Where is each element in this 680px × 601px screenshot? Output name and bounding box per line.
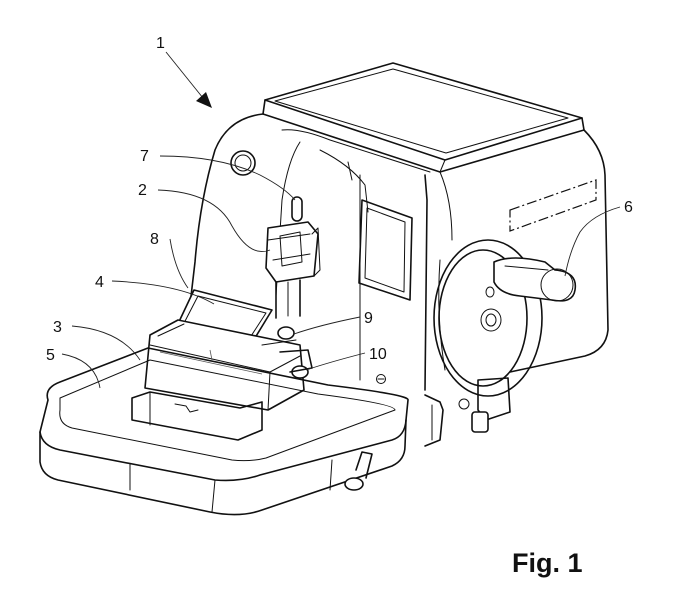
tray-inner-rim — [59, 359, 396, 462]
handwheel — [433, 239, 577, 397]
ref-numeral-6: 6 — [624, 199, 633, 216]
display-window — [358, 199, 413, 301]
leader-4 — [111, 280, 215, 305]
housing-front-contour — [189, 113, 264, 306]
knife-holder-assembly — [131, 289, 313, 441]
ref-numeral-10: 10 — [369, 346, 387, 363]
leader-5 — [61, 353, 101, 389]
housing-lid-inner — [274, 68, 569, 154]
leader-2 — [157, 189, 271, 252]
knife-holder-base — [144, 319, 305, 411]
leader-9 — [293, 316, 361, 335]
ref-numeral-9: 9 — [364, 310, 373, 327]
label-panel — [509, 179, 597, 232]
ref-numeral-8: 8 — [150, 231, 159, 248]
leader-3 — [71, 325, 141, 361]
housing-right-side — [509, 129, 609, 373]
reference-numerals: 1 2 3 4 5 6 7 8 9 10 — [46, 35, 633, 364]
specimen-holder-assembly — [265, 196, 321, 319]
ref-numeral-5: 5 — [46, 347, 55, 364]
ref-numeral-7: 7 — [140, 148, 149, 165]
leader-lines — [61, 155, 621, 389]
specimen-holder — [265, 221, 319, 283]
tray-outer-rim — [39, 347, 409, 482]
leader-8 — [169, 238, 189, 289]
leader-7 — [159, 155, 296, 201]
leader-6 — [564, 206, 621, 277]
ref-numeral-2: 2 — [138, 182, 147, 199]
crank-handle — [493, 257, 577, 302]
ref-numeral-3: 3 — [53, 319, 62, 336]
handwheel-rim-outer — [433, 239, 543, 397]
clamp-lever — [291, 196, 303, 222]
control-knob — [230, 150, 256, 176]
ref-numeral-4: 4 — [95, 274, 104, 291]
collection-tray — [39, 347, 409, 516]
figure-caption: Fig. 1 — [512, 548, 583, 578]
arrow-shaft — [165, 51, 204, 99]
arrow-head — [196, 92, 212, 108]
leader-10 — [305, 352, 366, 371]
ref-numeral-1: 1 — [156, 35, 165, 52]
